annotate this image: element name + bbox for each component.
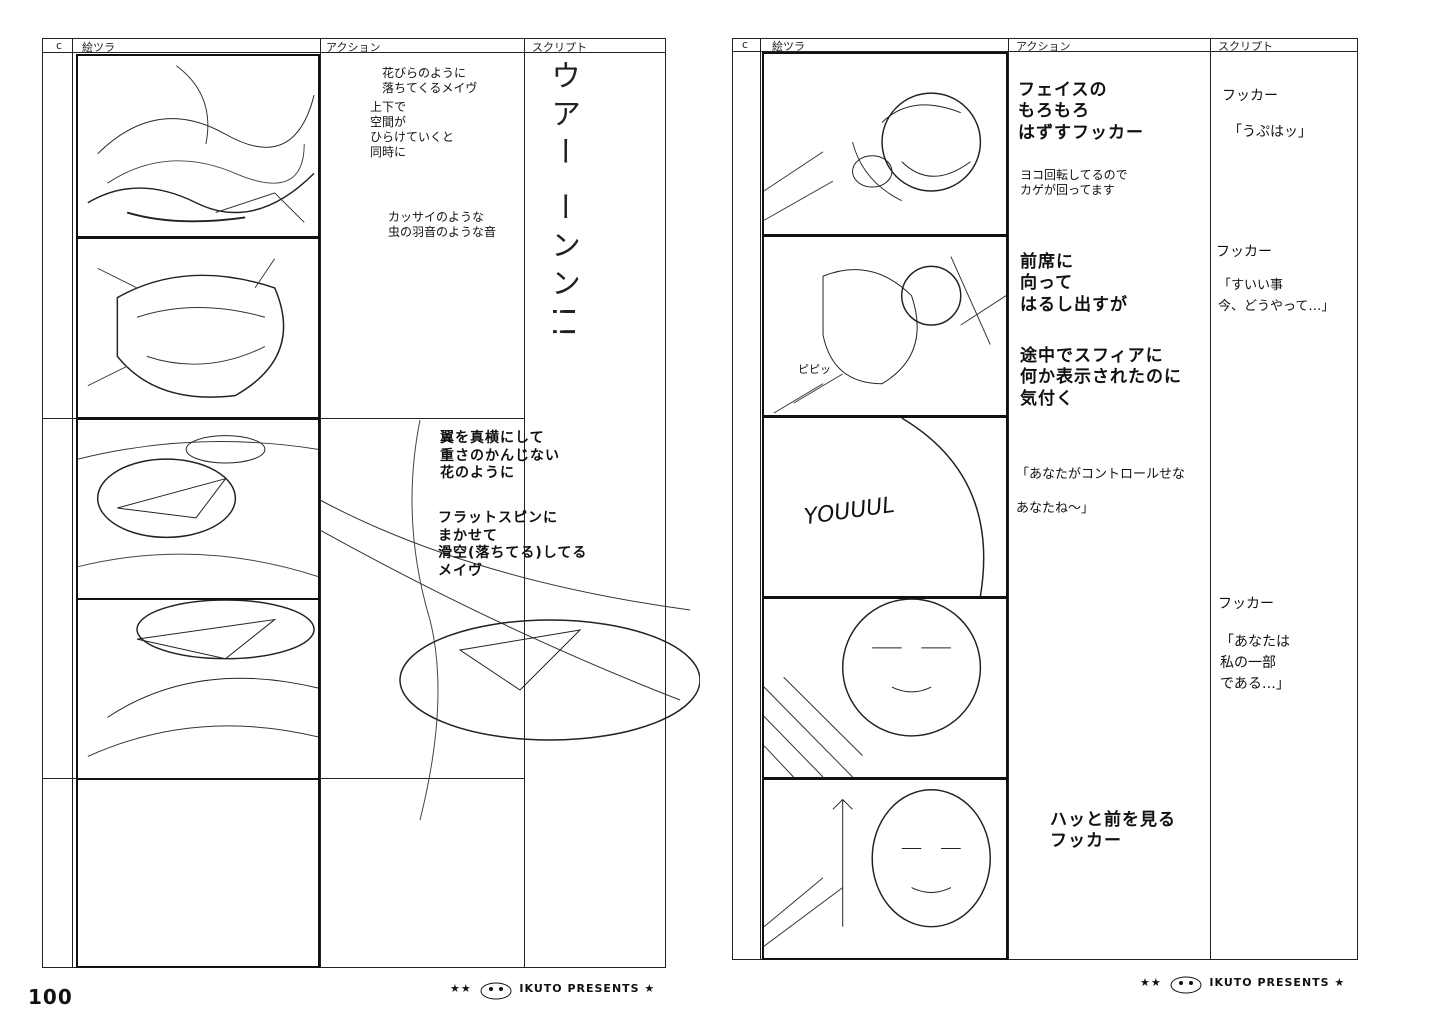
right-footer-logo-icon (1169, 972, 1203, 994)
left-header-top-line (42, 38, 666, 39)
left-storyboard-page: c 絵ツラ アクション スクリプト (28, 38, 700, 1009)
right-header-action: アクション (1016, 40, 1071, 53)
left-footer-text: IKUTO PRESENTS (519, 982, 640, 995)
left-header-bottom-line (42, 52, 666, 53)
right-col-line-2 (1008, 38, 1009, 960)
right-panel-5 (762, 778, 1008, 960)
left-col-line-0 (42, 38, 43, 968)
right-footer-text: IKUTO PRESENTS (1209, 976, 1330, 989)
right-header-script: スクリプト (1218, 40, 1273, 53)
left-header-action: アクション (326, 41, 381, 54)
right-script-line-3: 「あなたは 私の一部 である…」 (1220, 634, 1290, 692)
left-panel-1 (76, 54, 320, 238)
left-col-line-2 (320, 38, 321, 968)
left-panel-5 (76, 778, 320, 968)
left-col-line-4 (665, 38, 666, 968)
right-footer-stars: ★★ (1140, 976, 1162, 989)
left-bottom-line (42, 967, 666, 968)
left-action-note-4: 翼を真横にして 重さのかんじない 花のように (440, 430, 560, 481)
left-header-cut: c (56, 39, 63, 52)
right-action-note-1: フェイスの もろもろ はずすフッカー (1018, 80, 1144, 143)
left-action-note-5: フラットスピンに まかせて 滑空(落ちてる)してる メイヴ (438, 510, 588, 579)
left-col-line-1 (72, 38, 73, 968)
right-panel-3: YOUUUL (762, 416, 1008, 598)
right-header-picture: 絵ツラ (772, 40, 805, 53)
left-col-line-3 (524, 38, 525, 968)
page-number: 100 (28, 985, 73, 1009)
right-header-top-line (732, 38, 1358, 39)
left-header-picture: 絵ツラ (82, 41, 115, 54)
right-panel-1 (762, 52, 1008, 236)
left-action-note-2: 上下で 空間が ひらけていくと 同時に (370, 100, 455, 159)
right-header-cut: c (742, 38, 749, 51)
right-bottom-line (732, 959, 1358, 960)
right-script-name-3: フッカー (1218, 596, 1274, 612)
left-panel-4 (76, 598, 320, 780)
left-panel-2 (76, 237, 320, 419)
right-script-name-1: フッカー (1222, 88, 1278, 104)
right-storyboard-page: c 絵ツラ アクション スクリプト ピピッ YOUUUL (720, 0, 1440, 1024)
right-action-note-4: 途中でスフィアに 何か表示されたのに 気付く (1020, 346, 1182, 409)
right-panel-4 (762, 597, 1008, 779)
right-script-line-1: 「うぷはッ」 (1228, 124, 1312, 140)
left-panel-3 (76, 418, 320, 600)
left-footer-credit: ★★ IKUTO PRESENTS ★ (450, 978, 655, 1000)
right-col-line-1 (760, 38, 761, 960)
left-overflow-sketch (320, 419, 700, 821)
right-header-bottom-line (732, 51, 1358, 52)
right-col-line-4 (1357, 38, 1358, 960)
right-script-name-2: フッカー (1216, 244, 1272, 260)
right-footer-credit: ★★ IKUTO PRESENTS ★ (1140, 972, 1345, 994)
left-action-note-3: カッサイのような 虫の羽音のような音 (388, 210, 497, 239)
left-script-sfx: ウアー ーンン!! (545, 60, 580, 346)
right-script-line-2: 「すいい事 今、どうやって…」 (1218, 278, 1335, 314)
right-panel-2-sfx: ピピッ (798, 363, 831, 376)
right-col-line-0 (732, 38, 733, 960)
right-action-note-6: ハッと前を見る フッカー (1050, 810, 1176, 852)
left-action-note-1: 花びらのように 落ちてくるメイヴ (382, 66, 478, 95)
left-header-script: スクリプト (532, 41, 587, 54)
left-footer-stars: ★★ (450, 982, 472, 995)
right-col-line-3 (1210, 38, 1211, 960)
left-footer-logo-icon (479, 978, 513, 1000)
right-action-note-5: 「あなたがコントロールせな あなたね〜」 (1016, 467, 1186, 516)
right-panel-2: ピピッ (762, 235, 1008, 417)
right-action-note-3: 前席に 向って はるし出すが (1020, 252, 1128, 315)
right-action-note-2: ヨコ回転してるので カゲが回ってます (1020, 168, 1128, 197)
